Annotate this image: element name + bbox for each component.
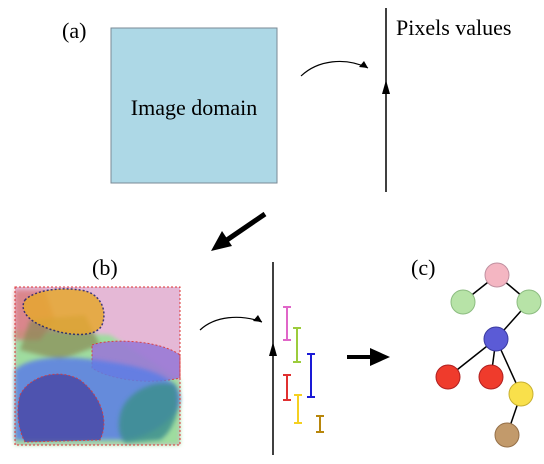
- tree-node-mid: [483, 326, 509, 352]
- value-intervals: [283, 306, 324, 433]
- tree-node-root: [484, 262, 510, 288]
- value-axis-b-arrow: [269, 342, 277, 356]
- transition-arrow-shaft: [222, 211, 267, 245]
- image-domain-label: Image domain: [131, 95, 257, 120]
- region-orange: [22, 288, 105, 336]
- transition-arrowhead: [211, 231, 232, 251]
- mapping-arrowhead-a: [359, 61, 368, 68]
- component-tree: [435, 262, 542, 448]
- image-domain-square: [110, 27, 278, 184]
- tree-node-left: [450, 289, 476, 315]
- region-teal: [118, 383, 178, 443]
- interval-pink: [283, 306, 291, 341]
- interval-green: [293, 327, 301, 363]
- mapping-arc-b: [199, 316, 263, 331]
- tree-node-red-left: [435, 364, 461, 390]
- tree-node-yellow: [508, 381, 534, 407]
- mapping-arrowhead-b: [253, 315, 262, 322]
- mapping-arc-a: [300, 60, 369, 77]
- pixel-axis-arrow: [382, 80, 390, 94]
- interval-brown: [316, 415, 324, 433]
- tree-arrowhead: [370, 348, 390, 366]
- tree-node-brown: [494, 422, 520, 448]
- interval-blue: [307, 353, 315, 398]
- tree-node-right: [516, 289, 542, 315]
- interval-yellow: [294, 394, 302, 424]
- panel-a-label: (a): [62, 18, 86, 43]
- region-darkblue: [17, 373, 105, 443]
- panel-c-label: (c): [411, 255, 435, 280]
- tree-node-red-right: [478, 364, 504, 390]
- pixel-values-label: Pixels values: [396, 15, 512, 40]
- segmented-image: [14, 286, 181, 446]
- panel-b-label: (b): [92, 255, 118, 280]
- segmented-image-border: [14, 286, 181, 446]
- interval-red: [283, 374, 291, 401]
